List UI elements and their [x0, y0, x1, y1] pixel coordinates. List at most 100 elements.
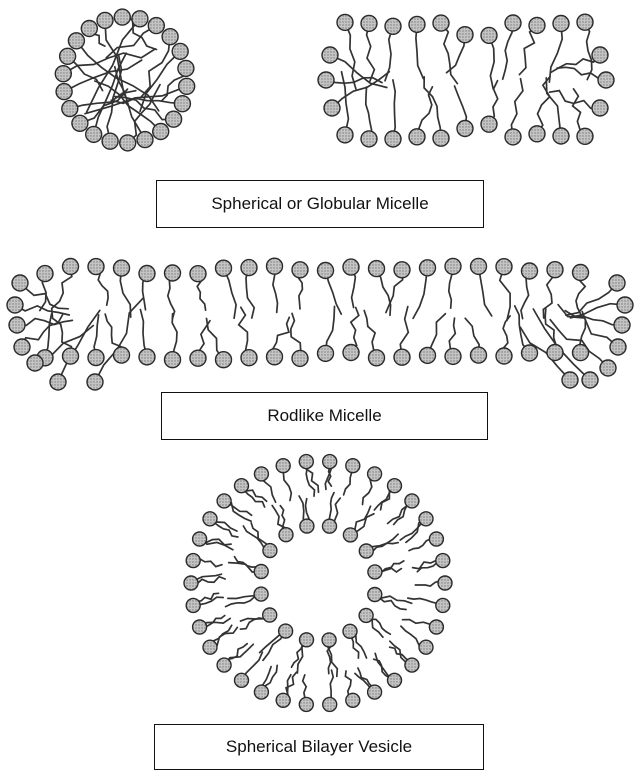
hydrophilic-head	[300, 519, 314, 533]
hydrophilic-head	[522, 263, 538, 279]
hydrophilic-head	[186, 554, 200, 568]
hydrophilic-head	[190, 266, 206, 282]
hydrophilic-head	[322, 633, 336, 647]
hydrophilic-head	[388, 673, 402, 687]
hydrophilic-head	[592, 100, 608, 116]
hydrophilic-head	[368, 467, 382, 481]
hydrophobic-tail	[441, 23, 457, 84]
hydrophilic-head	[419, 512, 433, 526]
hydrophilic-head	[343, 259, 359, 275]
hydrophilic-head	[368, 565, 382, 579]
globular-micelle	[318, 14, 614, 147]
hydrophilic-head	[254, 565, 268, 579]
hydrophobic-tail	[511, 79, 523, 137]
hydrophilic-head	[132, 11, 148, 27]
hydrophilic-head	[553, 128, 569, 144]
hydrophilic-head	[267, 258, 283, 274]
hydrophilic-head	[263, 608, 277, 622]
hydrophilic-head	[457, 27, 473, 43]
hydrophilic-head	[609, 275, 625, 291]
hydrophilic-head	[573, 265, 589, 281]
hydrophilic-head	[216, 260, 232, 276]
hydrophobic-tail	[537, 77, 550, 134]
hydrophilic-head	[60, 48, 76, 64]
hydrophilic-head	[577, 14, 593, 30]
hydrophilic-head	[203, 512, 217, 526]
hydrophilic-head	[522, 345, 538, 361]
hydrophilic-head	[184, 576, 198, 590]
hydrophilic-head	[263, 544, 277, 558]
hydrophilic-head	[433, 15, 449, 31]
hydrophilic-head	[577, 128, 593, 144]
rodlike-micelle	[7, 258, 633, 390]
hydrophilic-head	[346, 693, 360, 707]
hydrophilic-head	[429, 532, 443, 546]
hydrophilic-head	[471, 258, 487, 274]
hydrophilic-head	[385, 18, 401, 34]
hydrophilic-head	[137, 132, 153, 148]
hydrophilic-head	[359, 544, 373, 558]
hydrophilic-head	[217, 658, 231, 672]
hydrophilic-head	[165, 265, 181, 281]
hydrophilic-head	[27, 355, 43, 371]
hydrophilic-head	[529, 126, 545, 142]
hydrophilic-head	[592, 47, 608, 63]
hydrophilic-head	[55, 66, 71, 82]
hydrophilic-head	[419, 640, 433, 654]
hydrophilic-head	[102, 133, 118, 149]
hydrophilic-head	[547, 345, 563, 361]
hydrophilic-head	[114, 347, 130, 363]
hydrophilic-head	[193, 620, 207, 634]
hydrophilic-head	[385, 131, 401, 147]
hydrophilic-head	[409, 129, 425, 145]
hydrophilic-head	[186, 598, 200, 612]
hydrophilic-head	[241, 260, 257, 276]
hydrophilic-head	[323, 455, 337, 469]
hydrophobic-tail	[95, 298, 143, 382]
hydrophilic-head	[114, 9, 130, 25]
hydrophobic-tail	[549, 24, 562, 83]
hydrophilic-head	[299, 455, 313, 469]
hydrophilic-head	[505, 129, 521, 145]
hydrophilic-head	[114, 260, 130, 276]
hydrophilic-head	[62, 101, 78, 117]
hydrophilic-head	[254, 467, 268, 481]
hydrophilic-head	[97, 12, 113, 28]
hydrophilic-head	[436, 554, 450, 568]
hydrophobic-tail	[393, 80, 395, 139]
hydrophilic-head	[63, 348, 79, 364]
hydrophobic-tail	[342, 72, 349, 135]
hydrophilic-head	[337, 127, 353, 143]
hydrophilic-head	[457, 121, 473, 137]
hydrophilic-head	[562, 372, 578, 388]
hydrophilic-head	[88, 350, 104, 366]
hydrophilic-head	[368, 588, 382, 602]
hydrophilic-head	[388, 479, 402, 493]
hydrophilic-head	[241, 350, 257, 366]
hydrophilic-head	[573, 345, 589, 361]
hydrophilic-head	[343, 624, 357, 638]
hydrophilic-head	[481, 27, 497, 43]
hydrophilic-head	[254, 685, 268, 699]
hydrophilic-head	[610, 339, 626, 355]
hydrophilic-head	[343, 345, 359, 361]
hydrophilic-head	[409, 16, 425, 32]
hydrophilic-head	[429, 620, 443, 634]
hydrophilic-head	[405, 494, 419, 508]
hydrophilic-head	[582, 372, 598, 388]
hydrophilic-head	[553, 16, 569, 32]
hydrophilic-head	[216, 352, 232, 368]
hydrophilic-head	[617, 297, 633, 313]
hydrophilic-head	[614, 317, 630, 333]
hydrophilic-head	[7, 297, 23, 313]
hydrophilic-head	[193, 532, 207, 546]
hydrophilic-head	[63, 259, 79, 275]
hydrophilic-head	[505, 15, 521, 31]
hydrophilic-head	[235, 479, 249, 493]
hydrophilic-head	[153, 124, 169, 140]
hydrophilic-head	[394, 349, 410, 365]
hydrophilic-head	[87, 374, 103, 390]
hydrophilic-head	[292, 350, 308, 366]
hydrophilic-head	[369, 350, 385, 366]
hydrophilic-head	[481, 116, 497, 132]
